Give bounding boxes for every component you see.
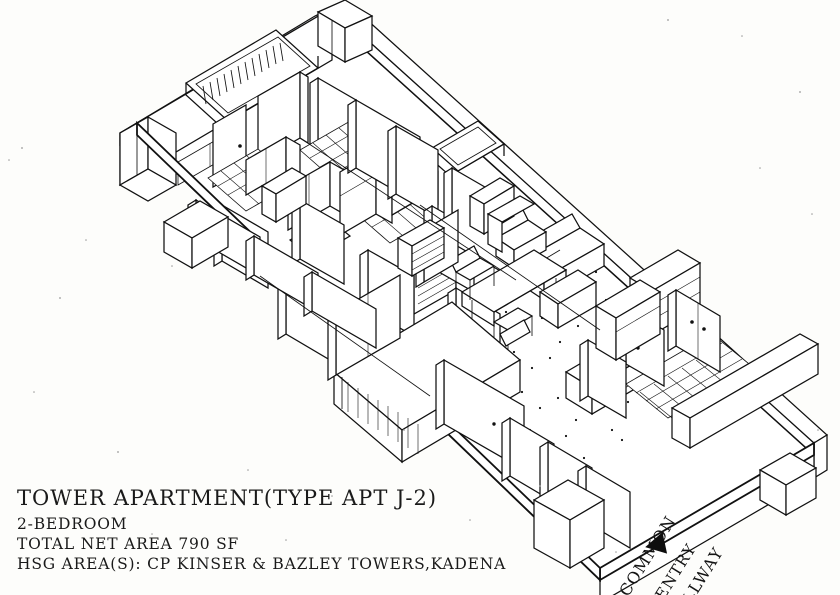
caption-housing-areas: HSG AREA(S): CP KINSER & BAZLEY TOWERS,K… xyxy=(17,555,507,573)
corner-pier-bottom xyxy=(532,479,606,570)
partition-center-4 xyxy=(291,198,345,286)
closet-block-1 xyxy=(260,167,308,224)
entry-double-doors xyxy=(667,288,721,374)
caption-bedroom-count: 2-BEDROOM xyxy=(17,515,128,533)
dining-chair-2 xyxy=(492,307,534,350)
roof-duct-block xyxy=(316,0,374,64)
caption-title: TOWER APARTMENT(TYPE APT J-2) xyxy=(17,486,438,510)
caption-block: TOWER APARTMENT(TYPE APT J-2) 2-BEDROOM … xyxy=(17,486,506,574)
balcony-upper-left xyxy=(184,29,320,135)
closet-block-3 xyxy=(486,195,536,254)
entry-arrow-icon xyxy=(642,532,668,558)
stepped-wall-left xyxy=(162,200,230,270)
dining-chair-1 xyxy=(449,245,496,300)
utility-unit xyxy=(396,219,446,278)
caption-total-net-area: TOTAL NET AREA 790 SF xyxy=(17,535,240,553)
hallway-wall-band xyxy=(670,333,820,450)
partition-left-run-3 xyxy=(303,270,377,350)
partition-center-2 xyxy=(387,124,439,220)
linen-cabinets xyxy=(594,279,662,362)
